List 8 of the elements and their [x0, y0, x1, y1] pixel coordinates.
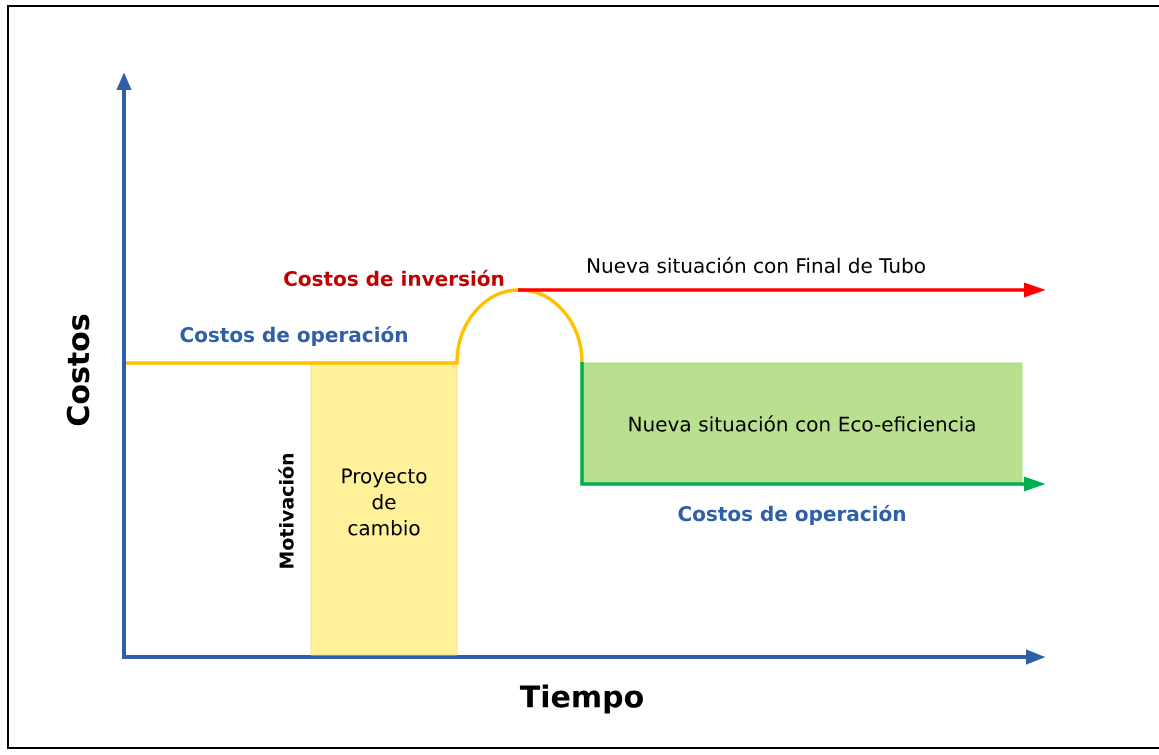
axis-title: Tiempo — [519, 684, 643, 714]
project-box: Proyecto de cambio — [310, 362, 458, 656]
line-label: Nueva situación con Final de Tubo — [588, 256, 925, 274]
situation-box: Nueva situación con Eco-eficiencia — [581, 362, 1023, 485]
line-label: Costos de inversión — [284, 269, 504, 287]
axis-title: Costos — [66, 314, 90, 426]
line-label: Costos de operación — [678, 504, 905, 526]
line-label: Costos de operación — [180, 325, 407, 347]
